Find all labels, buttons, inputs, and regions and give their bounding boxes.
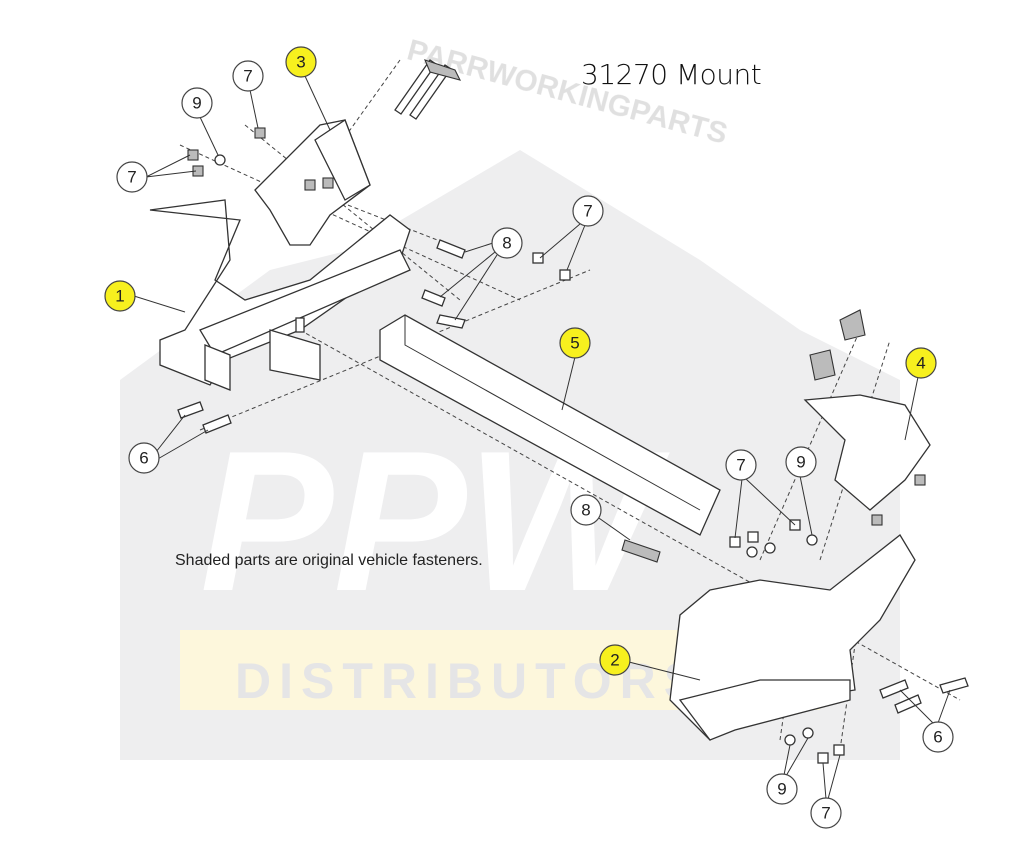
- callout-5: 5: [559, 327, 591, 359]
- callout-9: 9: [785, 446, 817, 478]
- callout-7: 7: [810, 797, 842, 829]
- part-5-crossmember: [379, 314, 721, 536]
- part-1-frame-bracket: [149, 199, 411, 391]
- part-3-bracket: [254, 59, 462, 246]
- diagram-title: 31270 Mount: [581, 58, 762, 91]
- shaded-parts-note: Shaded parts are original vehicle fasten…: [175, 552, 483, 569]
- callout-9: 9: [181, 87, 213, 119]
- svg-text:7: 7: [243, 67, 252, 86]
- svg-text:8: 8: [581, 501, 590, 520]
- svg-text:4: 4: [916, 354, 925, 373]
- svg-text:2: 2: [610, 651, 619, 670]
- callout-8: 8: [570, 494, 602, 526]
- svg-text:5: 5: [570, 334, 579, 353]
- callout-1: 1: [104, 280, 136, 312]
- callout-2: 2: [599, 644, 631, 676]
- watermark-distributors: DISTRIBUTORS: [235, 653, 705, 709]
- svg-text:8: 8: [502, 234, 511, 253]
- callout-7: 7: [116, 161, 148, 193]
- callout-7: 7: [572, 195, 604, 227]
- callout-7: 7: [725, 449, 757, 481]
- svg-text:7: 7: [821, 804, 830, 823]
- callouts: 3 7 9 7 1 8 7 5 4 6 7 9 8 2 6 9 7: [104, 46, 954, 829]
- callout-4: 4: [905, 347, 937, 379]
- svg-text:7: 7: [736, 456, 745, 475]
- callout-3: 3: [285, 46, 317, 78]
- watermark-arc-text: PARRWORKINGPARTS: [404, 33, 731, 150]
- svg-text:1: 1: [115, 287, 124, 306]
- svg-text:9: 9: [192, 94, 201, 113]
- part-4-bracket: [803, 309, 931, 526]
- svg-text:6: 6: [139, 449, 148, 468]
- svg-text:7: 7: [127, 168, 136, 187]
- svg-text:7: 7: [583, 202, 592, 221]
- svg-text:9: 9: [777, 780, 786, 799]
- callout-6: 6: [922, 721, 954, 753]
- svg-text:3: 3: [296, 53, 305, 72]
- callout-8: 8: [491, 227, 523, 259]
- part-2-frame-bracket: [669, 534, 916, 741]
- leader-lines: [133, 75, 951, 800]
- callout-7: 7: [232, 60, 264, 92]
- svg-text:6: 6: [933, 728, 942, 747]
- callout-6: 6: [128, 442, 160, 474]
- svg-text:9: 9: [796, 453, 805, 472]
- callout-9: 9: [766, 773, 798, 805]
